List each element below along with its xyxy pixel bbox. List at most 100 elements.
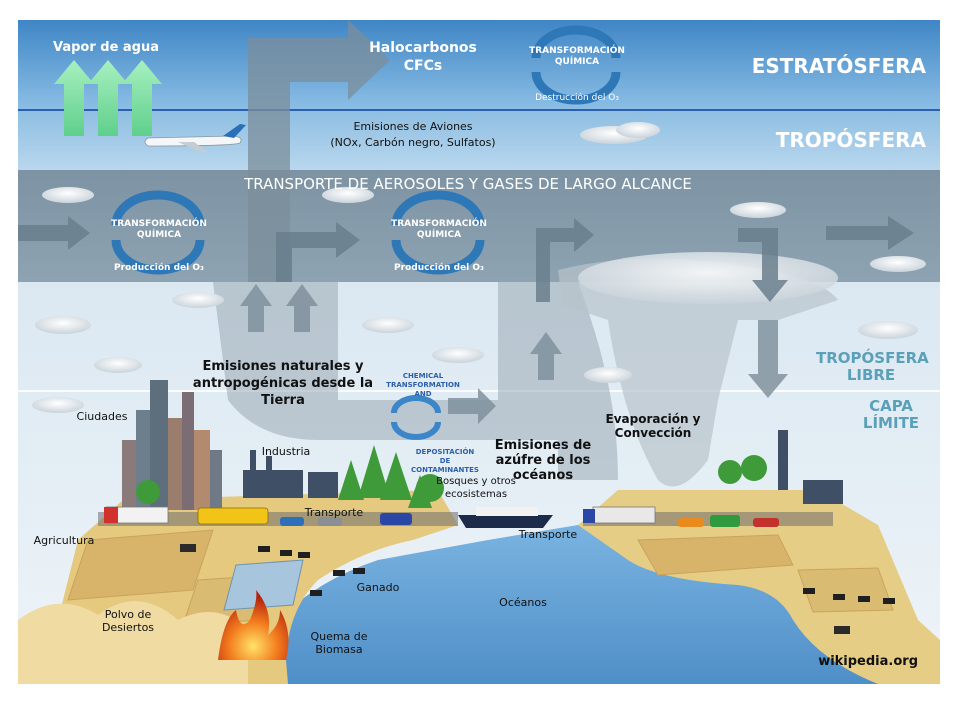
cloud-icon [35, 316, 91, 334]
chem-transform-mid: TRANSFORMACIÓN QUÍMICA [391, 219, 487, 240]
tree-icon [380, 452, 412, 500]
band-title: TRANSPORTE DE AEROSOLES Y GASES DE LARGO… [244, 175, 692, 193]
cloud-icon [616, 122, 660, 138]
greenhouse [223, 559, 304, 611]
skyscraper-icon [210, 450, 222, 510]
forest [136, 445, 767, 508]
truck-icon [583, 506, 656, 524]
atmosphere-diagram [18, 20, 940, 684]
halocarbons-label: Halocarbonos [369, 40, 477, 56]
tree-icon [741, 455, 767, 481]
vapor-arrows [54, 60, 162, 136]
stratosphere-label: ESTRATÓSFERA [751, 54, 926, 78]
cloud-icon [870, 256, 926, 272]
cities-label: Ciudades [76, 410, 128, 423]
aircraft-emissions-detail: (NOx, Carbón negro, Sulfatos) [330, 136, 496, 149]
truck-icon [104, 506, 169, 524]
credit-label: wikipedia.org [818, 654, 918, 669]
arrow-icon [738, 228, 788, 302]
livestock [258, 546, 895, 604]
chem-transformation-and: CHEMICAL TRANSFORMATION AND [386, 372, 460, 398]
bus-icon [197, 507, 269, 525]
cow-icon [883, 598, 895, 604]
arrow-icon [530, 332, 562, 380]
ozone-production-left: Producción del O₃ [114, 263, 204, 273]
tractor-icon [180, 544, 850, 634]
cow-icon [298, 552, 310, 558]
industry-label: Industria [261, 445, 311, 458]
arrow-icon [826, 216, 914, 250]
aircraft-emissions-label: Emisiones de Aviones [353, 120, 473, 133]
chem-transform-left: TRANSFORMACIÓN QUÍMICA [111, 219, 207, 240]
free-troposphere-label: TROPÓSFERA LIBRE [816, 349, 929, 384]
transport-left-label: Transporte [304, 506, 364, 519]
airplane-icon [144, 124, 246, 152]
cycle-icon [111, 190, 205, 275]
cow-icon [833, 594, 845, 600]
tree-icon [136, 480, 160, 504]
oceans-label: Océanos [499, 596, 547, 609]
cow-icon [803, 588, 815, 594]
car-icon [280, 513, 779, 527]
cow-icon [310, 590, 322, 596]
tree-icon [416, 474, 444, 502]
cloud-icon [432, 347, 484, 363]
tree-icon [718, 460, 742, 484]
chem-transform-top: TRANSFORMACIÓN QUÍMICA [529, 46, 625, 67]
ocean-sulfur-label: Emisiones de azúfre de los océanos [494, 438, 592, 483]
arrow-icon [240, 284, 272, 332]
cow-icon [353, 568, 365, 574]
arrow-icon [88, 60, 128, 136]
cycle-icon [391, 190, 485, 275]
cloud-icon [584, 367, 632, 383]
cloud-icon [730, 202, 786, 218]
diagram-frame: ESTRATÓSFERA TROPÓSFERA TROPÓSFERA LIBRE… [18, 20, 940, 684]
arrow-icon [54, 60, 94, 136]
arrow-icon [122, 60, 162, 136]
forests-label: Bosques y otros ecosistemas [436, 476, 516, 500]
arrow-icon [448, 388, 496, 424]
central-flow-shape [213, 282, 618, 480]
cloud-icon [578, 252, 838, 304]
cycle-icon [391, 395, 441, 440]
stratosphere-layer [18, 20, 940, 112]
tree-icon [338, 460, 364, 500]
troposphere-label: TROPÓSFERA [775, 128, 926, 152]
tree-icon [358, 445, 390, 498]
water-vapor-label: Vapor de agua [52, 40, 160, 55]
cycle-icon [531, 25, 621, 105]
skyscraper-icon [168, 418, 182, 510]
desert-dust-label: Polvo de Desiertos [101, 608, 155, 634]
natural-emissions-label: Emisiones naturales y antropogénicas des… [192, 359, 374, 408]
cloud-icon [858, 321, 918, 339]
factory-icon [778, 430, 843, 504]
arrow-icon [536, 218, 594, 302]
biomass-burning-label: Quema de Biomasa [310, 630, 368, 656]
ozone-production-mid: Producción del O₃ [394, 263, 484, 273]
desert-dunes [18, 601, 248, 684]
evaporation-label: Evaporación y Convección [605, 412, 701, 440]
skyscraper-icon [194, 430, 210, 510]
cow-icon [258, 546, 270, 552]
deposition-label: DEPOSITACIÓN DE CONTAMINANTES [411, 448, 479, 474]
cloud-icon [322, 187, 374, 203]
fire-icon [218, 590, 289, 660]
skyscraper-icon [182, 392, 194, 510]
livestock-label: Ganado [356, 581, 400, 594]
skyscraper-icon [122, 440, 138, 510]
ozone-destruction-label: Destrucción del O₃ [535, 93, 619, 103]
boundary-layer-label: CAPA LÍMITE [862, 397, 920, 432]
cfcs-label: CFCs [403, 58, 443, 74]
arrow-icon [248, 20, 390, 282]
cloud-icon [362, 317, 414, 333]
skyscraper-icon [150, 380, 168, 510]
cloud-icon [42, 187, 94, 203]
cloud-icon [94, 357, 142, 373]
clouds [32, 122, 926, 413]
cloud-icon [172, 292, 224, 308]
cow-icon [280, 550, 292, 556]
arrow-icon [276, 222, 360, 282]
cloud-icon [32, 397, 84, 413]
factory-icon [243, 450, 338, 498]
arrow-icon [748, 320, 788, 398]
